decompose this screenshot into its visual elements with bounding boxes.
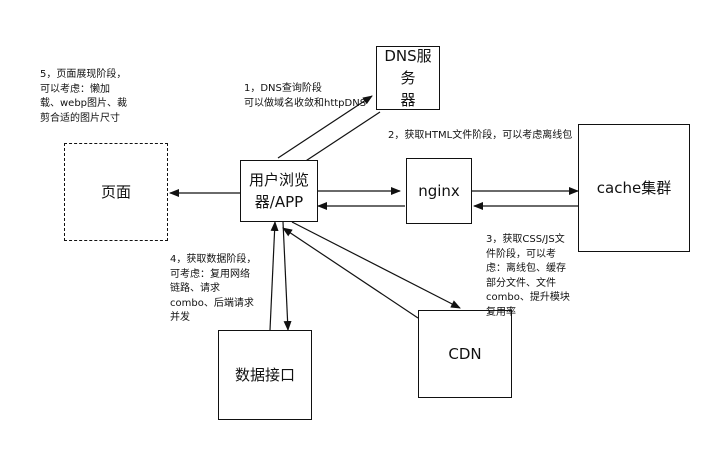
dns-server-label: DNS服务 器 (384, 47, 432, 109)
arrow-browser-data-right (282, 221, 292, 331)
cache-cluster-label: cache集群 (596, 179, 672, 197)
step-5-note: 5，页面展现阶段， 可以考虑：懒加 载、webp图片、裁 剪合适的图片尺寸 (40, 69, 128, 124)
page-label: 页面 (100, 183, 131, 201)
dns-server-box: DNS服务 器 (376, 46, 440, 110)
arrow-browser-to-dns (277, 95, 373, 159)
cdn-label: CDN (448, 345, 482, 363)
data-api-label: 数据接口 (234, 366, 295, 384)
arrow-browser-data-left (269, 221, 279, 331)
cdn-box: CDN (418, 310, 512, 398)
step-3-note: 3，获取CSS/JS文 件阶段，可以考 虑：离线包、缓存 部分文件、文件 com… (486, 234, 570, 318)
nginx-box: nginx (406, 158, 472, 224)
data-api-box: 数据接口 (218, 330, 312, 420)
step-2-note: 2，获取HTML文件阶段，可以考虑离线包 (388, 130, 573, 141)
step-4-note: 4，获取数据阶段， 可考虑：复用网络 链路、请求 combo、后端请求 并发 (170, 254, 257, 323)
page-box: 页面 (64, 143, 168, 241)
cache-cluster-box: cache集群 (578, 124, 690, 252)
step-1-note: 1，DNS查询阶段 可以做域名收敛和httpDNS (244, 83, 367, 109)
browser-app-label: 用户浏览 器/APP (248, 171, 309, 211)
browser-app-box: 用户浏览 器/APP (240, 160, 318, 222)
nginx-label: nginx (418, 182, 460, 200)
arrow-cdn-to-browser (282, 227, 419, 319)
arrow-browser-to-cdn (291, 221, 461, 309)
